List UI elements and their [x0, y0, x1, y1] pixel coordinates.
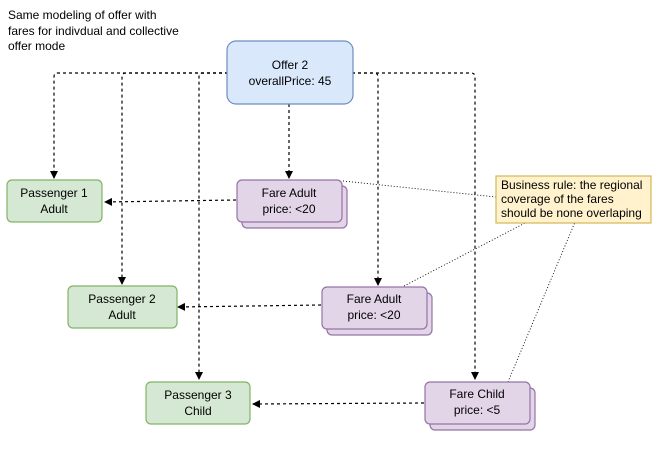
- offer-connectors: [50, 72, 479, 380]
- connector-offer-passenger-3: [195, 72, 228, 380]
- caption-line-3: offer mode: [8, 39, 65, 53]
- connector-note-fare-3: [507, 221, 576, 383]
- fare-node-shape: [321, 286, 428, 330]
- fare-name: Fare Adult: [262, 186, 317, 200]
- connector-note-fare-2: [403, 221, 528, 287]
- connector-offer-passenger-2: [118, 72, 228, 285]
- fare-name: Fare Child: [449, 387, 504, 401]
- note-line-1: Business rule: the regional: [501, 178, 642, 192]
- note-shape: [495, 175, 652, 224]
- fare-price: price: <20: [262, 202, 315, 216]
- passenger-name: Passenger 1: [20, 186, 88, 200]
- passenger-name: Passenger 3: [164, 388, 232, 402]
- connector-fare-1-passenger-1: [104, 197, 237, 206]
- fare-name: Fare Adult: [347, 292, 402, 306]
- passenger-type: Adult: [40, 202, 68, 216]
- passenger-type: Child: [184, 404, 211, 418]
- fare-node-2[interactable]: Fare Adult price: <20: [321, 286, 433, 336]
- fare-node-shape: [236, 179, 343, 223]
- passenger-node-shape: [145, 381, 251, 425]
- offer-price: overallPrice: 45: [249, 74, 332, 88]
- connector-fare-3-passenger-3: [252, 399, 425, 408]
- fare-price: price: <5: [454, 403, 501, 417]
- offer-node-shape: [226, 40, 354, 105]
- passenger-name: Passenger 2: [88, 292, 156, 306]
- note-connectors: [342, 180, 576, 383]
- passenger-type: Adult: [108, 308, 136, 322]
- passenger-node-1[interactable]: Passenger 1 Adult: [6, 179, 103, 223]
- fare-node-1[interactable]: Fare Adult price: <20: [236, 179, 348, 229]
- diagram-caption: Same modeling of offer with fares for in…: [8, 8, 179, 53]
- fare-price: price: <20: [347, 308, 400, 322]
- note-line-2: coverage of the fares: [501, 192, 614, 206]
- passenger-node-shape: [67, 285, 178, 329]
- business-rule-note[interactable]: Business rule: the regional coverage of …: [495, 175, 652, 224]
- connector-offer-fare-3: [352, 72, 479, 380]
- fare-connectors: [104, 197, 425, 408]
- passenger-node-shape: [6, 179, 103, 223]
- offer-node[interactable]: Offer 2 overallPrice: 45: [226, 40, 354, 105]
- passenger-node-3[interactable]: Passenger 3 Child: [145, 381, 251, 425]
- fare-node-3[interactable]: Fare Child Fare Child price: <5: [424, 381, 536, 431]
- note-line-3: should be none overlaping: [501, 206, 642, 220]
- fare-node-shape: [424, 381, 531, 425]
- connector-offer-fare-2: [352, 72, 382, 286]
- connector-offer-passenger-1: [50, 72, 228, 179]
- caption-line-2: fares for indivdual and collective: [8, 24, 179, 38]
- caption-line-1: Same modeling of offer with: [8, 8, 157, 22]
- passenger-node-2[interactable]: Passenger 2 Adult: [67, 285, 178, 329]
- offer-title: Offer 2: [272, 58, 309, 72]
- connector-note-fare-1: [342, 180, 497, 198]
